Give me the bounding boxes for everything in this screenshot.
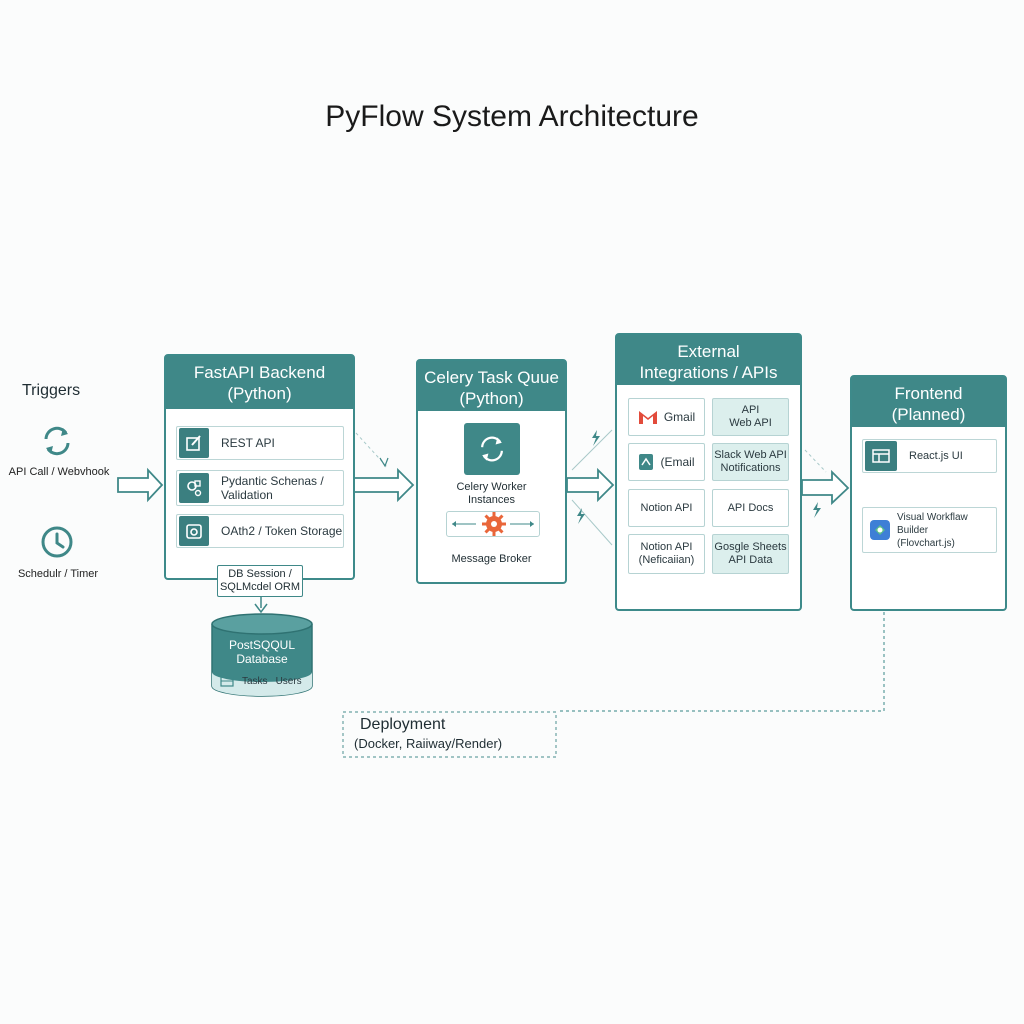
layout-icon [865,441,897,471]
arrow-backend-to-celery [353,467,415,503]
integration-label: (Email [660,454,695,469]
frontend-row-workflow-builder: Visual Workflaw Builder (Flovchart.js) [862,507,997,553]
shapes-icon [179,473,209,503]
integration-label: Notifications [720,462,781,474]
integration-label: Web API [729,417,772,429]
frontend-row-label: React.js UI [909,450,963,462]
backend-panel-header: FastAPI Backend (Python) [166,356,353,409]
celery-worker-line1: Celery Worker [456,481,527,493]
database-name-line2: Database [236,652,288,666]
frontend-subtitle: (Planned) [891,405,966,424]
refresh-arrows-icon [38,422,76,460]
lightning-icon [813,502,821,518]
integrations-panel-header: External Integrations / APIs [617,335,800,385]
gear-icon [481,511,507,542]
backend-row-rest-api: REST API [176,426,344,460]
database-table-users: Users [275,676,302,687]
integrations-subtitle: Integrations / APIs [639,363,778,382]
backend-row-oauth: OAth2 / Token Storage [176,514,344,548]
integrations-title: External [677,342,740,361]
integration-slack: Slack Web API Notifications [712,443,789,481]
integration-notion: Notion API [628,489,705,527]
arrow-integrations-to-frontend [801,469,850,506]
integrations-panel: External Integrations / APIs Gmail API W… [615,333,802,611]
integration-gmail: Gmail [628,398,705,436]
database-tables: Tasks Users [220,676,310,687]
database-name-line1: PostSQQUL [228,638,296,652]
deployment-box: Deployment (Docker, Raiiway/Render) [343,712,556,757]
diagram-title: PyFlow System Architecture [325,100,699,133]
integration-api-docs: API Docs [712,489,789,527]
integration-google-sheets: Gosgle Sheets API Data [712,534,789,574]
integration-label: Gmail [663,409,696,424]
backend-panel: FastAPI Backend (Python) REST API Pydant… [164,354,355,580]
clock-icon [40,525,74,559]
db-session-line1: DB Session / [228,568,292,580]
deployment-title: Deployment [360,716,446,733]
workflow-icon [869,519,891,541]
table-icon [220,676,234,687]
deployment-dashed-connector [557,612,885,712]
trigger-api-webhook-label: API Call / Webvhook [8,466,110,478]
email-doc-icon [639,454,654,470]
database-cylinder: PostSQQUL Database Tasks Users [210,612,314,698]
integration-label: API Docs [727,501,774,514]
celery-panel-header: Celery Task Quue (Python) [418,361,565,411]
integration-label: Slack Web API [714,449,787,461]
frontend-panel: Frontend (Planned) React.js UI Visual Wo… [850,375,1007,611]
backend-row-pydantic: Pydantic Schenas / Validation [176,470,344,506]
diagonal-line [804,449,827,473]
frontend-panel-header: Frontend (Planned) [852,377,1005,427]
backend-title: FastAPI Backend [193,363,326,382]
celery-title: Celery Task Quue [424,368,559,387]
integration-label: Gosgle Sheets [714,541,787,553]
integration-email: (Email [628,443,705,481]
database-table-tasks: Tasks [242,676,268,687]
message-broker-label: Message Broker [451,553,532,565]
triggers-heading: Triggers [22,382,81,399]
message-broker-flow [446,511,540,537]
integration-label: Notion API [640,501,693,514]
diagonal-line [571,499,613,546]
lightning-icon [592,430,600,446]
worker-refresh-icon [464,423,520,475]
diagonal-line [355,432,389,469]
lightning-icon [577,508,585,524]
db-down-arrow [254,603,268,614]
small-arrow-icon [379,457,389,468]
backend-row-label: OAth2 / Token Storage [221,524,343,538]
workflow-label-line2: (Flovchart.js) [897,537,955,549]
arrow-triggers-to-backend [117,467,164,503]
backend-row-label: Pydantic Schenas / Validation [221,474,324,502]
token-icon [179,516,209,546]
backend-row-label: REST API [221,436,275,450]
frontend-row-react: React.js UI [862,439,997,473]
integration-label: (Neficaiian) [638,554,695,566]
deployment-subtitle: (Docker, Raiiway/Render) [354,736,503,751]
integration-api: API Web API [712,398,789,436]
frontend-row-label: Visual Workflaw Builder (Flovchart.js) [897,511,996,550]
frontend-title: Frontend [894,384,963,403]
celery-subtitle: (Python) [459,389,524,408]
trigger-scheduler-label: Schedulr / Timer [17,568,99,580]
diagonal-line [571,429,613,471]
integration-label: Notion API [640,541,693,553]
arrow-celery-to-integrations [566,467,615,503]
integration-label: API [741,404,760,416]
integration-label: API Data [728,554,773,566]
integration-notion-notification: Notion API (Neficaiian) [628,534,705,574]
pydantic-label-line2: Validation [221,488,273,502]
celery-panel: Celery Task Quue (Python) Celery Worker … [416,359,567,584]
db-session-box: DB Session / SQLMcdel ORM [217,565,303,597]
db-session-line2: SQLMcdel ORM [219,581,301,593]
workflow-label-line1: Visual Workflaw Builder [897,511,968,536]
gmail-icon [638,410,657,424]
edit-doc-icon [179,428,209,458]
backend-subtitle: (Python) [227,384,292,403]
pydantic-label-line1: Pydantic Schenas / [221,474,324,488]
celery-worker-line2: Instances [467,494,516,506]
